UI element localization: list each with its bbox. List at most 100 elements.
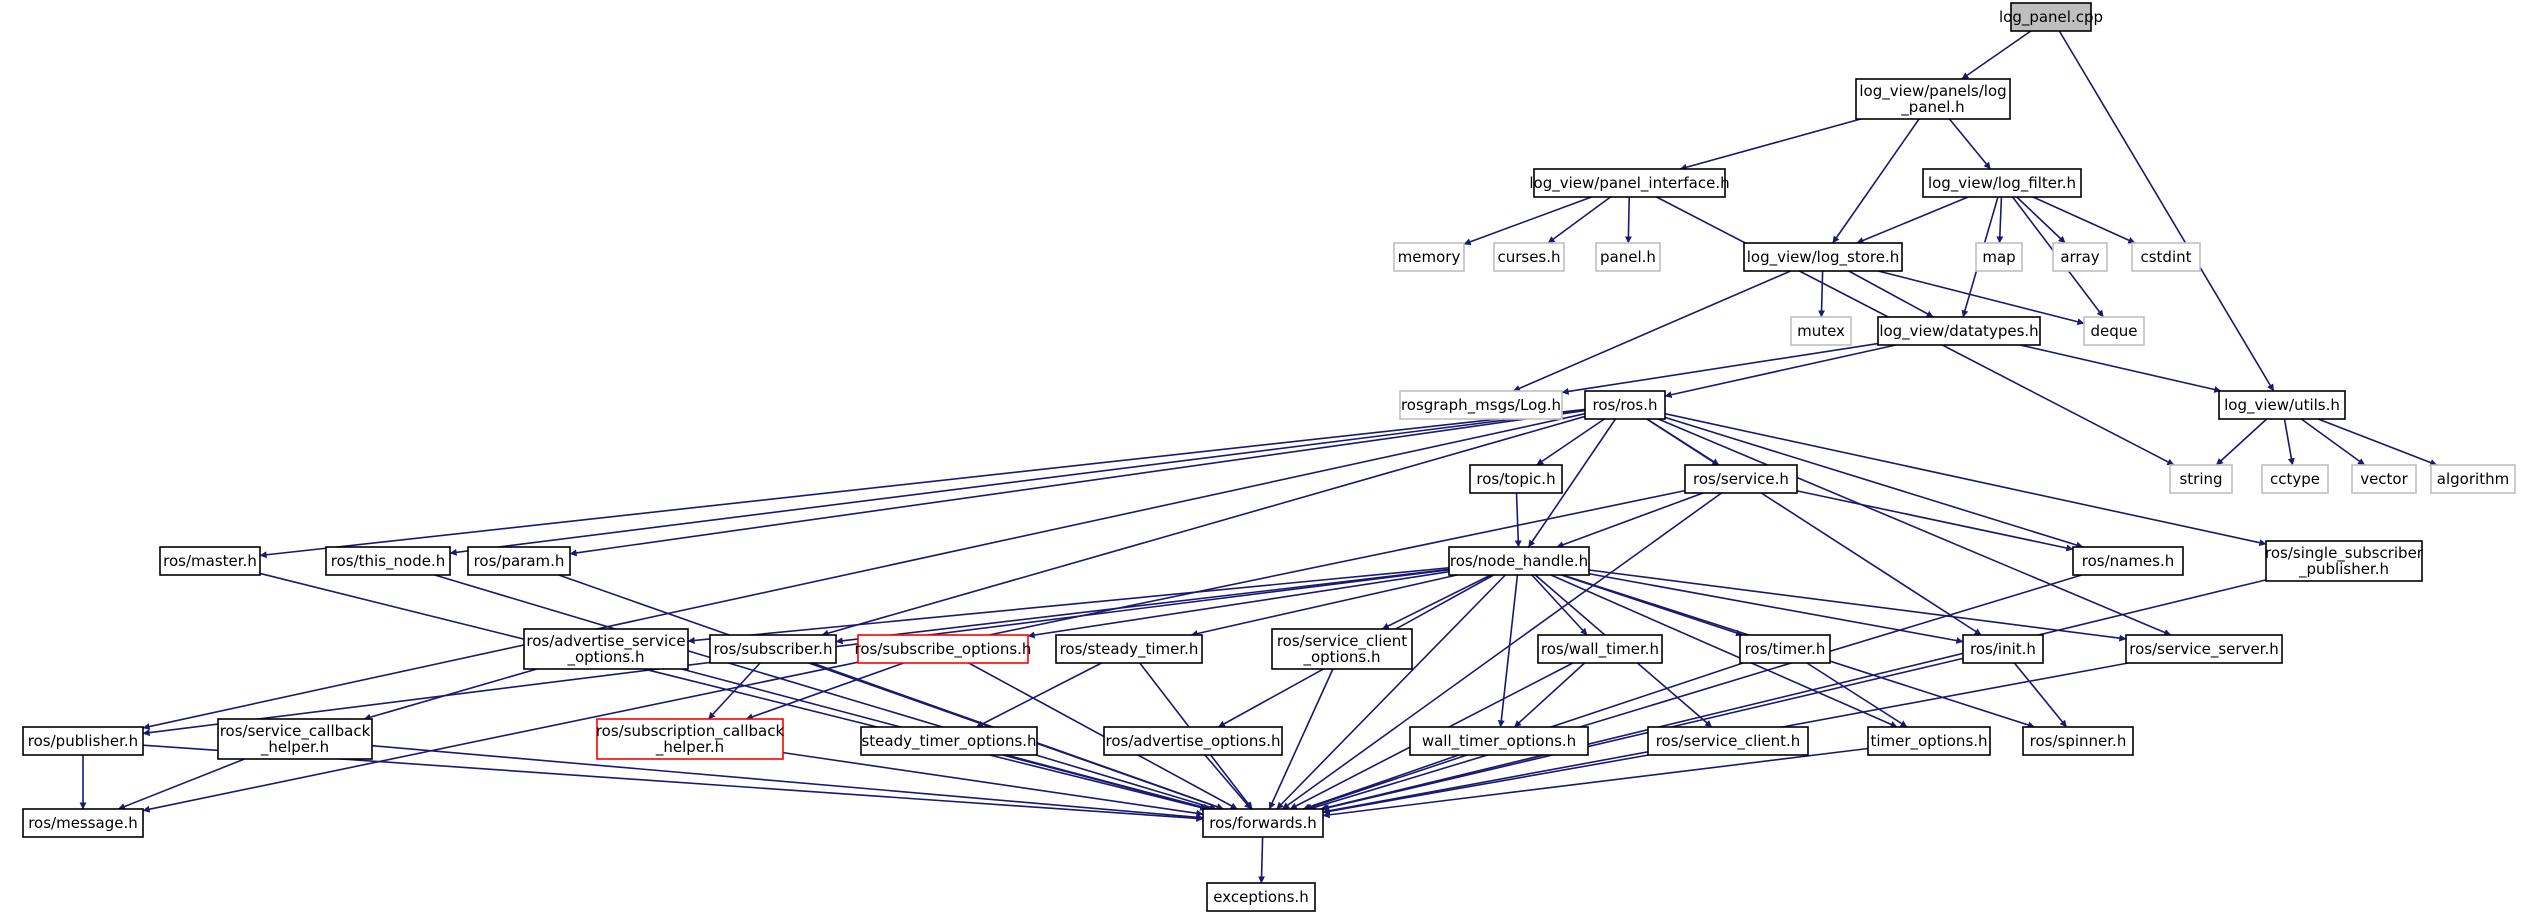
node-subscribe_options_h[interactable]: ros/subscribe_options.h: [855, 634, 1032, 664]
node-box-service_callback_helper_h: [217, 718, 373, 760]
node-wall_timer_options_h[interactable]: wall_timer_options.h: [1409, 726, 1589, 756]
node-algorithm[interactable]: algorithm: [2430, 464, 2516, 494]
nodes-layer: log_panel.cpp log_view/panels/log_panel.h…: [22, 2, 2516, 912]
node-label-memory-line0: memory: [1398, 248, 1461, 266]
node-label-deque-line0: deque: [2090, 322, 2137, 340]
node-master_h[interactable]: ros/master.h: [159, 546, 261, 576]
edge-ros_h-to-names_h: [1664, 416, 2084, 549]
edge-service_h-to-names_h: [1796, 490, 2074, 552]
node-label-publisher_h-line0: ros/publisher.h: [28, 732, 138, 750]
node-timer_h[interactable]: ros/timer.h: [1739, 634, 1831, 664]
node-mutex[interactable]: mutex: [1790, 316, 1852, 346]
edge-log_store_h-to-datatypes_h: [1848, 270, 1934, 318]
edge-service_callback_helper_h-to-message_h: [118, 758, 245, 810]
node-service_client_h[interactable]: ros/service_client.h: [1647, 726, 1809, 756]
node-box-curses_h: [1493, 242, 1565, 272]
node-box-names_h: [2072, 546, 2184, 576]
node-subscriber_h[interactable]: ros/subscriber.h: [709, 634, 837, 664]
node-ros_h[interactable]: ros/ros.h: [1584, 390, 1666, 420]
edge-panels_log_panel_h-to-log_store_h: [1832, 118, 1920, 244]
node-box-panel_h: [1595, 242, 1661, 272]
node-this_node_h[interactable]: ros/this_node.h: [325, 546, 451, 576]
node-steady_timer_h[interactable]: ros/steady_timer.h: [1055, 634, 1203, 664]
node-cstdint[interactable]: cstdint: [2131, 242, 2201, 272]
node-array[interactable]: array: [2052, 242, 2108, 272]
node-box-deque: [2083, 316, 2145, 346]
node-label-string-line0: string: [2179, 470, 2222, 488]
node-label-panels_log_panel_h-line0: log_view/panels/log: [1859, 82, 2006, 101]
edge-ros_h-to-param_h: [569, 409, 1586, 557]
node-label-adv_service_opts_h-line0: ros/advertise_service: [526, 632, 685, 651]
node-advertise_options_h[interactable]: ros/advertise_options.h: [1103, 726, 1283, 756]
node-label-vector-line0: vector: [2360, 470, 2408, 488]
node-label-log_panel_cpp-line0: log_panel.cpp: [1999, 8, 2103, 27]
node-curses_h[interactable]: curses.h: [1493, 242, 1565, 272]
node-utils_h[interactable]: log_view/utils.h: [2218, 390, 2346, 420]
edge-single_sub_pub_h-to-forwards_h: [1320, 579, 2267, 811]
node-adv_service_opts_h[interactable]: ros/advertise_service_options.h: [523, 628, 689, 670]
edge-panel_interface_h-to-panel_h: [1624, 196, 1632, 244]
node-forwards_h[interactable]: ros/forwards.h: [1202, 808, 1324, 838]
node-label-map-line0: map: [1982, 248, 2015, 266]
node-param_h[interactable]: ros/param.h: [467, 546, 571, 576]
edge-log_panel_cpp-to-utils_h: [2058, 30, 2275, 392]
node-vector[interactable]: vector: [2351, 464, 2417, 494]
node-panels_log_panel_h[interactable]: log_view/panels/log_panel.h: [1855, 78, 2011, 120]
node-box-node_handle_h: [1448, 546, 1590, 576]
node-node_handle_h[interactable]: ros/node_handle.h: [1448, 546, 1590, 576]
node-label-service_server_h-line0: ros/service_server.h: [2129, 640, 2279, 659]
node-label-init_h-line0: ros/init.h: [1970, 640, 2036, 658]
node-box-log_filter_h: [1922, 168, 2082, 198]
node-topic_h[interactable]: ros/topic.h: [1469, 464, 1563, 494]
node-label-advertise_options_h-line0: ros/advertise_options.h: [1106, 732, 1281, 751]
edge-panels_log_panel_h-to-log_filter_h: [1948, 118, 1992, 170]
node-message_h[interactable]: ros/message.h: [22, 808, 144, 838]
node-box-datatypes_h: [1877, 316, 2041, 346]
node-label-panel_interface_h-line0: log_view/panel_interface.h: [1529, 174, 1729, 193]
node-string[interactable]: string: [2169, 464, 2233, 494]
node-datatypes_h[interactable]: log_view/datatypes.h: [1877, 316, 2041, 346]
node-panel_h[interactable]: panel.h: [1595, 242, 1661, 272]
node-label-curses_h-line0: curses.h: [1497, 248, 1560, 266]
node-memory[interactable]: memory: [1393, 242, 1465, 272]
node-single_sub_pub_h[interactable]: ros/single_subscriber_publisher.h: [2265, 540, 2424, 582]
edge-service_client_h-to-forwards_h: [1322, 754, 1649, 815]
node-service_server_h[interactable]: ros/service_server.h: [2125, 634, 2283, 664]
node-subscription_callback_helper_h[interactable]: ros/subscription_callback_helper.h: [596, 718, 785, 760]
node-log_panel_cpp[interactable]: log_panel.cpp: [1999, 2, 2103, 32]
node-box-log_store_h: [1743, 242, 1903, 272]
node-spinner_h[interactable]: ros/spinner.h: [2022, 726, 2134, 756]
edge-service_h-to-forwards_h: [1281, 492, 1723, 810]
node-panel_interface_h[interactable]: log_view/panel_interface.h: [1529, 168, 1730, 198]
edge-node_handle_h-to-service_server_h: [1588, 569, 2127, 642]
edge-node_handle_h-to-service_client_opts_h: [1381, 574, 1492, 630]
edge-log_store_h-to-deque: [1877, 270, 2085, 326]
node-service_h[interactable]: ros/service.h: [1684, 464, 1798, 494]
node-exceptions_h[interactable]: exceptions.h: [1206, 882, 1316, 912]
node-cctype[interactable]: cctype: [2261, 464, 2329, 494]
edge-subscriber_h-to-subscription_callback_helper_h: [707, 662, 761, 720]
node-log_filter_h[interactable]: log_view/log_filter.h: [1922, 168, 2082, 198]
node-deque[interactable]: deque: [2083, 316, 2145, 346]
node-steady_timer_options_h[interactable]: steady_timer_options.h: [860, 726, 1038, 756]
node-init_h[interactable]: ros/init.h: [1962, 634, 2044, 664]
node-service_client_opts_h[interactable]: ros/service_client_options.h: [1271, 628, 1413, 670]
node-box-subscription_callback_helper_h: [596, 718, 784, 760]
node-rosgraph_log_h[interactable]: rosgraph_msgs/Log.h: [1399, 390, 1563, 420]
node-box-spinner_h: [2022, 726, 2134, 756]
node-label-subscription_callback_helper_h-line1: _helper.h: [655, 738, 724, 757]
node-box-vector: [2351, 464, 2417, 494]
node-label-service_callback_helper_h-line0: ros/service_callback: [220, 722, 371, 741]
node-publisher_h[interactable]: ros/publisher.h: [22, 726, 144, 756]
node-log_store_h[interactable]: log_view/log_store.h: [1743, 242, 1903, 272]
edge-node_handle_h-to-subscriber_h: [835, 568, 1450, 645]
node-names_h[interactable]: ros/names.h: [2072, 546, 2184, 576]
node-map[interactable]: map: [1975, 242, 2023, 272]
edge-steady_timer_options_h-to-forwards_h: [1002, 754, 1210, 811]
node-wall_timer_h[interactable]: ros/wall_timer.h: [1537, 634, 1663, 664]
edge-panel_interface_h-to-memory: [1463, 196, 1592, 246]
node-timer_options_h[interactable]: timer_options.h: [1867, 726, 1991, 756]
node-service_callback_helper_h[interactable]: ros/service_callback_helper.h: [217, 718, 373, 760]
edge-service_h-to-node_handle_h: [1556, 492, 1704, 548]
node-box-utils_h: [2218, 390, 2346, 420]
